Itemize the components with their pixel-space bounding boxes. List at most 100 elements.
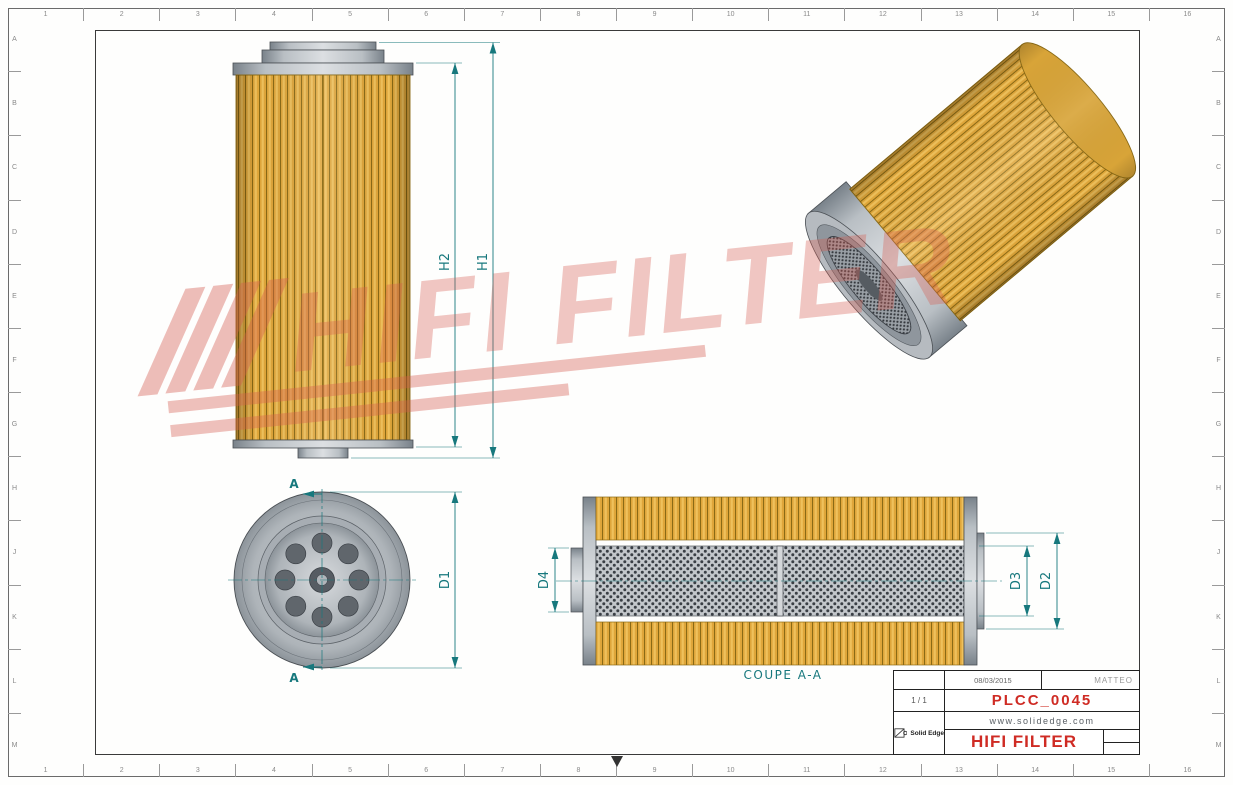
drawing-date: 08/03/2015 xyxy=(945,671,1042,689)
zone-label: B xyxy=(8,71,21,135)
zone-label: 13 xyxy=(920,8,997,21)
bolt-holes xyxy=(274,532,370,628)
side-cell-top xyxy=(1104,730,1139,743)
zone-label: G xyxy=(8,392,21,456)
iso-view xyxy=(804,42,1137,360)
title-block-side-cell xyxy=(1103,730,1139,754)
zone-label: J xyxy=(1212,520,1225,584)
zone-label: J xyxy=(8,520,21,584)
zone-label: C xyxy=(8,135,21,199)
zone-label: 10 xyxy=(692,8,768,21)
zone-label: 16 xyxy=(1148,8,1225,21)
iso-far-end-shading xyxy=(1019,42,1136,179)
zone-label: 3 xyxy=(159,8,235,21)
zone-label: 16 xyxy=(1148,764,1225,777)
dim-h1: H1 xyxy=(351,42,500,459)
dim-label-h2: H2 xyxy=(438,253,453,271)
zone-label: B xyxy=(1212,71,1225,135)
bottom-stub xyxy=(297,447,349,459)
section-title: COUPE A-A xyxy=(744,668,823,682)
sheet-number: 1 / 1 xyxy=(894,690,945,712)
zone-label: 8 xyxy=(539,8,616,21)
zone-label: L xyxy=(8,648,21,713)
zone-label: E xyxy=(1212,263,1225,328)
zone-label: 5 xyxy=(311,764,388,777)
dim-h2: H2 xyxy=(416,62,462,448)
zone-label: M xyxy=(8,712,21,777)
section-label-bottom: A xyxy=(289,671,299,685)
dim-d2: D2 xyxy=(986,532,1064,630)
zone-label: 9 xyxy=(616,764,692,777)
zone-label: H xyxy=(1212,456,1225,520)
section-left-neck xyxy=(570,547,584,613)
zone-label: 7 xyxy=(463,8,540,21)
zone-label: 15 xyxy=(1072,8,1149,21)
zone-label: 1 xyxy=(43,11,48,18)
zone-label: 15 xyxy=(1072,764,1149,777)
cad-logo-name: Solid Edge xyxy=(910,729,944,737)
zone-label: 2 xyxy=(83,8,159,21)
zone-label: G xyxy=(1212,392,1225,456)
dim-label-h1: H1 xyxy=(476,253,491,271)
drawing-author: MATTEO xyxy=(1094,675,1133,685)
top-neck xyxy=(261,49,385,64)
dim-d4: D4 xyxy=(537,547,569,613)
zone-label: 10 xyxy=(692,764,768,777)
zone-label: 6 xyxy=(387,764,464,777)
top-boss xyxy=(269,41,377,51)
zone-label: H xyxy=(8,456,21,520)
cad-logo-cell: Solid Edge xyxy=(894,712,945,754)
zone-label: A xyxy=(1216,36,1221,44)
title-block-row4: HIFI FILTER xyxy=(945,730,1139,754)
zone-label: K xyxy=(8,584,21,649)
zone-label: D xyxy=(1212,199,1225,264)
section-pleats-bottom xyxy=(595,621,965,666)
section-cut: A A xyxy=(289,477,323,685)
zone-label: F xyxy=(1212,327,1225,392)
zone-label: L xyxy=(1212,648,1225,713)
zone-label: D xyxy=(8,199,21,264)
zone-label: 11 xyxy=(768,764,844,777)
zone-label: 2 xyxy=(83,764,159,777)
zone-label: 9 xyxy=(616,8,692,21)
section-view: COUPE A-A xyxy=(556,496,1002,682)
zone-label: M xyxy=(1212,712,1225,777)
dim-d3: D3 xyxy=(979,545,1034,617)
zone-label: C xyxy=(1212,135,1225,199)
zone-label: 6 xyxy=(387,8,464,21)
iso-center-hole xyxy=(855,269,883,301)
zone-label: 14 xyxy=(996,8,1073,21)
dim-label-d2: D2 xyxy=(1039,572,1054,590)
zone-label: 14 xyxy=(996,764,1073,777)
bottom-end-cap xyxy=(232,439,414,449)
zone-label: 1 xyxy=(43,767,48,774)
zone-label: E xyxy=(8,263,21,328)
brand-name: HIFI FILTER xyxy=(970,732,1078,751)
zone-label: 12 xyxy=(844,764,920,777)
dim-label-d4: D4 xyxy=(537,571,552,589)
title-block-row1: 08/03/2015 MATTEO xyxy=(945,671,1139,690)
dim-d1: D1 xyxy=(330,491,462,669)
zone-label: 5 xyxy=(311,8,388,21)
dim-label-d1: D1 xyxy=(438,571,453,589)
side-cell-bottom xyxy=(1104,743,1139,755)
zone-label: 12 xyxy=(844,8,920,21)
zone-label: 4 xyxy=(235,8,311,21)
zone-label: K xyxy=(1212,584,1225,649)
drawing-frame xyxy=(95,30,1140,755)
solid-edge-icon xyxy=(894,728,908,738)
center-fold-mark xyxy=(611,756,623,767)
title-block-empty-cell xyxy=(894,671,945,690)
top-end-cap xyxy=(232,62,414,76)
title-block: 08/03/2015 MATTEO 1 / 1 PLCC_0045 Solid … xyxy=(893,670,1140,755)
zone-label: 3 xyxy=(159,764,235,777)
website: www.solidedge.com xyxy=(945,712,1139,730)
part-number: PLCC_0045 xyxy=(945,690,1139,712)
zone-label: 11 xyxy=(768,8,844,21)
